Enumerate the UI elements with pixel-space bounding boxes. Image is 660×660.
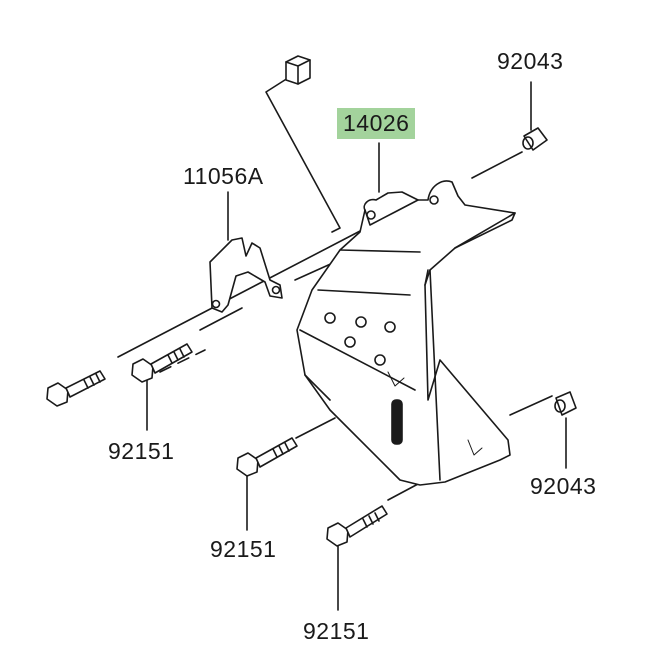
part-number-text: 14026 [343,110,410,136]
leader-lines [146,77,567,611]
vent-holes [324,312,396,366]
bolt-1 [46,370,106,407]
part-11056a-bracket[interactable] [209,237,283,313]
part-label-14026[interactable]: 14026 [337,108,416,139]
bolt-4 [326,505,388,547]
bolt-3 [236,437,298,477]
part-label-92151-c[interactable]: 92151 [303,618,370,644]
part-92043-spacer-bottom[interactable] [554,391,577,416]
part-label-11056a[interactable]: 11056A [183,163,264,189]
part-14026-guard[interactable] [296,180,516,486]
part-label-92151-b[interactable]: 92151 [210,536,277,562]
part-nut-top[interactable] [285,55,311,85]
part-label-92151-a[interactable]: 92151 [108,438,175,464]
part-92043-spacer-top[interactable] [522,127,548,151]
part-label-92043-bottom[interactable]: 92043 [530,473,597,499]
bolt-2 [131,343,193,383]
part-label-92043-top[interactable]: 92043 [497,48,564,74]
part-92151-bolts[interactable] [46,343,388,547]
